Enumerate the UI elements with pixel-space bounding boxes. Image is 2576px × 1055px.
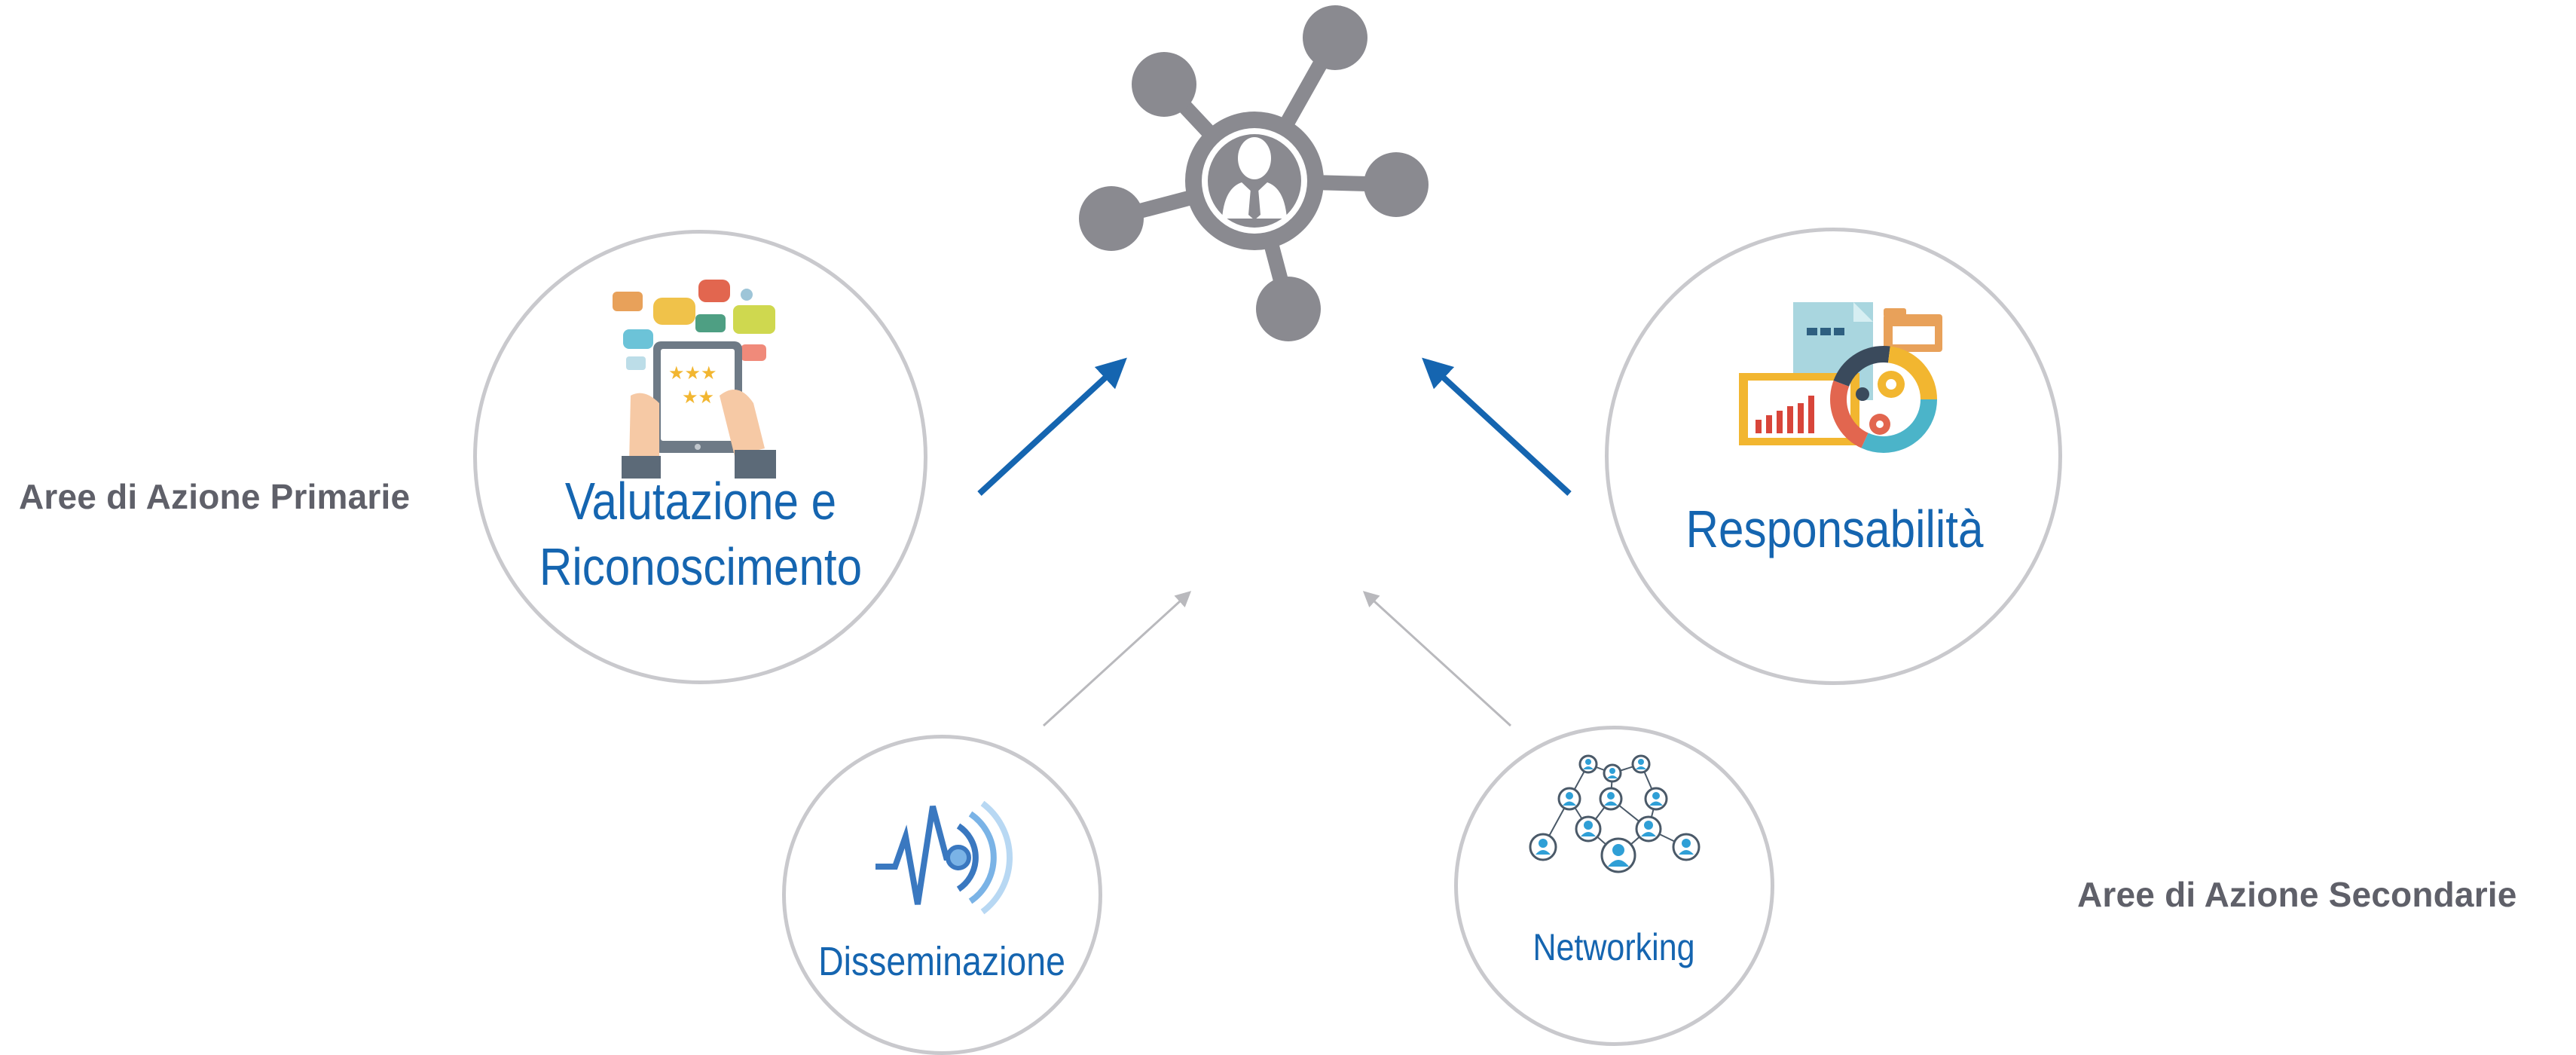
arrow-primary-right: [1422, 357, 1572, 496]
node-responsabilita-label: Responsabilità: [1685, 500, 1984, 558]
svg-text:★★: ★★: [682, 387, 714, 408]
arrow-secondary-right: [1362, 591, 1512, 727]
node-disseminazione-label: Disseminazione: [818, 939, 1065, 984]
secondary-areas-label: Aree di Azione Secondarie: [2077, 875, 2517, 914]
primary-areas-label: Aree di Azione Primarie: [19, 477, 411, 516]
node-valutazione-circle[interactable]: [473, 230, 927, 684]
svg-text:★★★: ★★★: [668, 362, 717, 384]
node-disseminazione-circle[interactable]: [782, 735, 1102, 1055]
report-gears-icon: [1739, 302, 1942, 453]
network-person-icon: [1079, 5, 1429, 341]
node-valutazione-line1: Valutazione e: [564, 472, 837, 531]
arrow-secondary-left: [1042, 591, 1192, 727]
signal-broadcast-icon: [875, 800, 1013, 915]
node-valutazione-line2: Riconoscimento: [539, 537, 863, 596]
people-network-icon: [1529, 754, 1701, 873]
node-networking-label: Networking: [1532, 926, 1695, 968]
arrow-primary-left: [977, 357, 1127, 496]
tablet-rating-icon: ★★★ ★★: [613, 280, 776, 479]
